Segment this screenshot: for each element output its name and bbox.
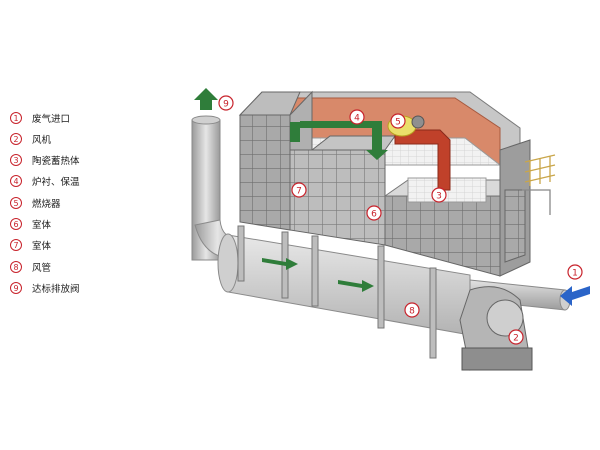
callout-2: 2 (509, 330, 523, 344)
svg-text:9: 9 (223, 100, 229, 110)
legend: 1 废气进口 2 风机 3 陶瓷蓄热体 4 炉衬、保温 5 燃烧器 6 室体 7 室体 8 风管… (10, 108, 130, 300)
svg-text:7: 7 (296, 187, 302, 197)
callout-4: 4 (350, 110, 364, 124)
exhaust-arrow (194, 88, 218, 110)
legend-number: 7 (10, 239, 22, 251)
callout-6: 6 (367, 206, 381, 220)
legend-label: 室体 (32, 217, 51, 231)
legend-label: 风管 (32, 260, 51, 274)
legend-item: 8 风管 (10, 257, 130, 276)
svg-text:5: 5 (395, 118, 401, 128)
legend-item: 7 室体 (10, 236, 130, 255)
svg-text:6: 6 (371, 210, 377, 220)
legend-number: 2 (10, 133, 22, 145)
legend-item: 4 炉衬、保温 (10, 172, 130, 191)
legend-number: 9 (10, 282, 22, 294)
legend-number: 5 (10, 197, 22, 209)
legend-label: 风机 (32, 132, 51, 146)
svg-text:1: 1 (572, 269, 578, 279)
legend-label: 炉衬、保温 (32, 174, 80, 188)
callout-5: 5 (391, 114, 405, 128)
legend-label: 室体 (32, 238, 51, 252)
callout-7: 7 (292, 183, 306, 197)
legend-label: 陶瓷蓄热体 (32, 153, 80, 167)
legend-item: 9 达标排放阀 (10, 278, 130, 297)
legend-item: 5 燃烧器 (10, 193, 130, 212)
legend-item: 1 废气进口 (10, 108, 130, 127)
legend-label: 燃烧器 (32, 196, 61, 210)
callout-8: 8 (405, 303, 419, 317)
legend-number: 6 (10, 218, 22, 230)
svg-text:4: 4 (354, 114, 360, 124)
legend-item: 3 陶瓷蓄热体 (10, 151, 130, 170)
legend-label: 废气进口 (32, 111, 70, 125)
legend-item: 6 室体 (10, 214, 130, 233)
legend-number: 3 (10, 154, 22, 166)
legend-item: 2 风机 (10, 129, 130, 148)
callout-1: 1 (568, 265, 582, 279)
svg-text:2: 2 (513, 334, 519, 344)
callout-9: 9 (219, 96, 233, 110)
svg-text:3: 3 (436, 192, 442, 202)
svg-text:8: 8 (409, 307, 415, 317)
legend-label: 达标排放阀 (32, 281, 80, 295)
legend-number: 8 (10, 261, 22, 273)
callout-3: 3 (432, 188, 446, 202)
legend-number: 4 (10, 175, 22, 187)
legend-number: 1 (10, 112, 22, 124)
